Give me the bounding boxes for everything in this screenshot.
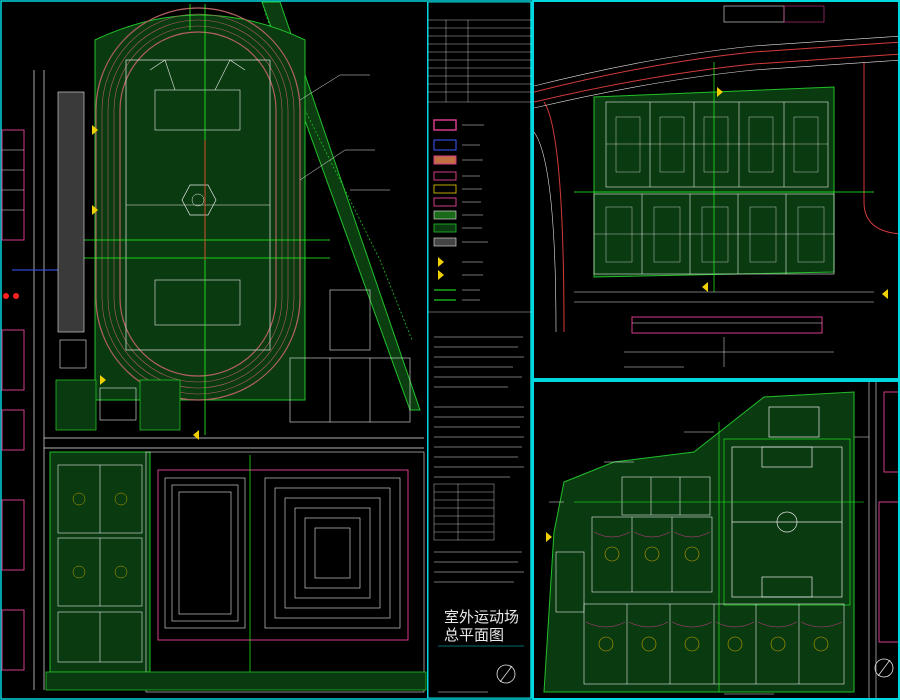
north-arrow-icon [496, 664, 516, 684]
north-arrow-icon [874, 658, 894, 678]
tennis-court-plan-drawing [534, 5, 898, 368]
legend-table [427, 2, 532, 698]
legend-drawing [428, 2, 532, 698]
drawing-title: 室外运动场 总平面图 [444, 608, 519, 644]
court-cluster-plan-drawing [543, 382, 898, 698]
main-site-plan-drawing [0, 0, 532, 700]
drawing-title-line1: 室外运动场 [444, 608, 520, 626]
drawing-title-line2: 总平面图 [444, 626, 505, 644]
tennis-court-plan-panel [532, 0, 900, 380]
main-site-plan-panel: 室外运动场 总平面图 [0, 0, 532, 700]
court-cluster-plan-panel [532, 380, 900, 700]
